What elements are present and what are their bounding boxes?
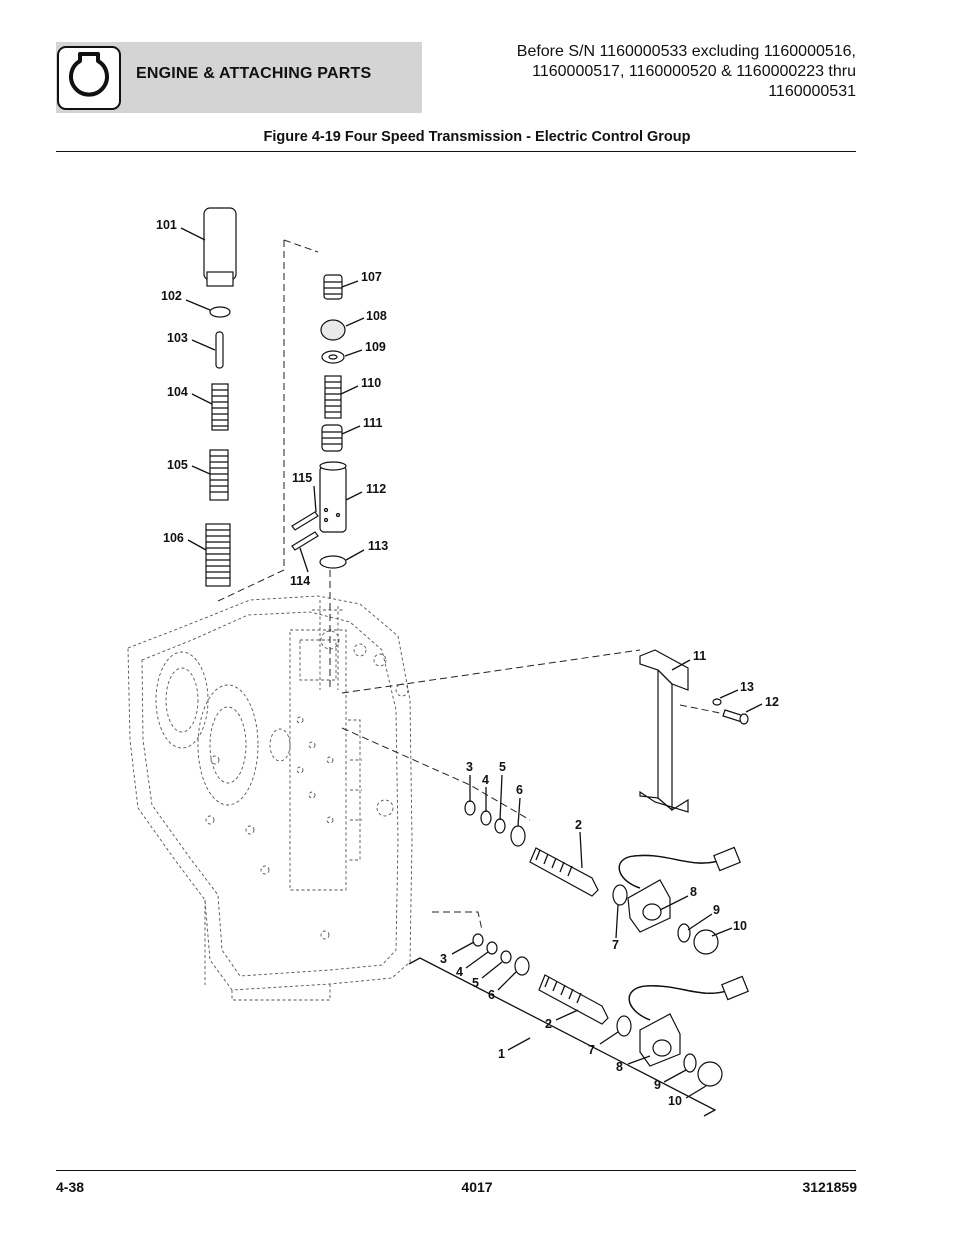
callout-101: 101 <box>156 218 177 232</box>
valve-stack-right <box>291 274 347 569</box>
footer-rule <box>56 1170 856 1171</box>
valve-cartridge-upper <box>529 847 599 897</box>
pin-115 <box>291 511 319 531</box>
sleeve-112 <box>319 465 347 533</box>
alignment-lines <box>215 239 741 931</box>
section-title: ENGINE & ATTACHING PARTS <box>136 65 372 82</box>
callout-108: 108 <box>366 309 387 323</box>
o-ring-102 <box>209 306 231 318</box>
callout-107: 107 <box>361 270 382 284</box>
callout-2-lower: 2 <box>545 1017 552 1031</box>
serial-applicability: Before S/N 1160000533 excluding 11600005… <box>436 42 856 102</box>
valve-cartridge-lower <box>538 974 609 1025</box>
solenoid-group-upper <box>464 800 741 955</box>
callout-7-lower: 7 <box>588 1043 595 1057</box>
spacer-108 <box>320 319 346 341</box>
spring-104 <box>212 389 228 427</box>
callout-114: 114 <box>290 574 310 588</box>
spring-105 <box>210 455 228 493</box>
callout-5-lower: 5 <box>472 976 479 990</box>
page-number: 4-38 <box>56 1179 85 1195</box>
callout-10-upper: 10 <box>733 919 747 933</box>
callout-4-lower: 4 <box>456 965 463 979</box>
plug-107 <box>323 274 343 300</box>
callout-13: 13 <box>740 680 754 694</box>
callout-5-upper: 5 <box>499 760 506 774</box>
document-number: 3121859 <box>802 1179 857 1195</box>
engine-icon <box>57 46 121 110</box>
serial-line: Before S/N 1160000533 excluding 11600005… <box>516 43 856 60</box>
callout-6-lower: 6 <box>488 988 495 1002</box>
spring-110 <box>325 381 341 413</box>
callout-9-upper: 9 <box>713 903 720 917</box>
callout-3-lower: 3 <box>440 952 447 966</box>
callout-113: 113 <box>368 539 388 553</box>
plug-101-thread <box>206 271 234 287</box>
pin-114 <box>291 531 319 551</box>
figure-title: Figure 4-19 Four Speed Transmission - El… <box>263 129 691 145</box>
callout-1-kit: 1 <box>498 1047 505 1061</box>
callout-112: 112 <box>366 482 386 496</box>
callout-111: 111 <box>363 416 383 430</box>
valve-stack-left <box>203 207 237 587</box>
callout-109: 109 <box>365 340 386 354</box>
callout-104: 104 <box>167 385 188 399</box>
model-number: 4017 <box>461 1179 493 1195</box>
spring-105-body <box>209 449 229 501</box>
callout-10-lower: 10 <box>668 1094 682 1108</box>
callout-9-lower: 9 <box>654 1078 661 1092</box>
pin-103 <box>215 331 224 369</box>
callout-labels: 101 102 103 104 105 106 107 108 109 110 … <box>156 218 779 1108</box>
bracket-assembly <box>639 649 749 813</box>
callout-103: 103 <box>167 331 188 345</box>
callout-8-upper: 8 <box>690 885 697 899</box>
serial-line: 1160000517, 1160000520 & 1160000223 thru <box>532 63 856 80</box>
transmission-housing <box>127 595 413 1001</box>
callout-leaders <box>180 227 763 1099</box>
spring-104-body <box>211 383 229 431</box>
solenoid-group-lower <box>408 933 749 1117</box>
callout-102: 102 <box>161 289 182 303</box>
callout-6-upper: 6 <box>516 783 523 797</box>
callout-4-upper: 4 <box>482 773 489 787</box>
spring-106 <box>206 529 230 579</box>
callout-11: 11 <box>693 649 706 663</box>
callout-106: 106 <box>163 531 184 545</box>
washer-13 <box>712 698 722 706</box>
callout-115: 115 <box>292 471 312 485</box>
serial-line: 1160000531 <box>768 83 856 100</box>
plug-101 <box>203 207 237 281</box>
callout-105: 105 <box>167 458 188 472</box>
callout-12: 12 <box>765 695 779 709</box>
callout-8-lower: 8 <box>616 1060 623 1074</box>
callout-3-upper: 3 <box>466 760 473 774</box>
bracket-11 <box>639 649 689 813</box>
engine-icon-graphic <box>69 52 109 97</box>
spring-106-body <box>205 523 231 587</box>
o-ring-113 <box>319 555 347 569</box>
callout-7-upper: 7 <box>612 938 619 952</box>
callout-2-upper: 2 <box>575 818 582 832</box>
callout-110: 110 <box>361 376 381 390</box>
header-rule <box>56 151 856 152</box>
